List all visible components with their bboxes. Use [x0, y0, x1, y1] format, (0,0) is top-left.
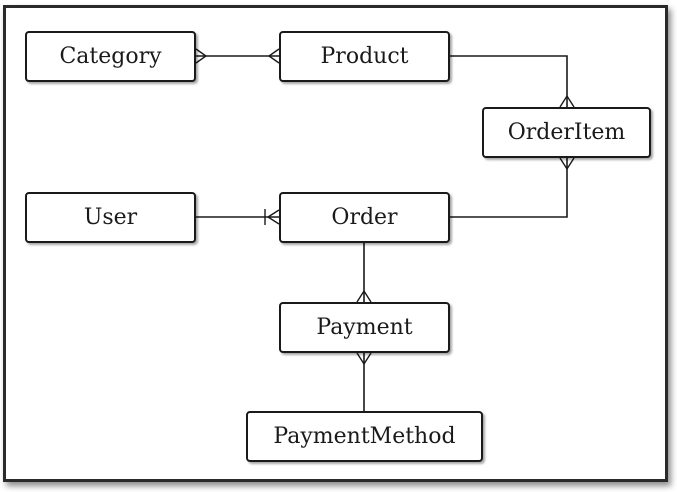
entity-payment-label: Payment [316, 315, 413, 340]
rel-payment-paymentmethod [356, 352, 372, 411]
entity-paymentmethod[interactable]: PaymentMethod [246, 411, 483, 462]
entity-order-label: Order [331, 205, 398, 230]
entity-user-label: User [83, 205, 138, 230]
entity-payment[interactable]: Payment [279, 302, 450, 353]
entity-product-label: Product [320, 44, 409, 69]
entity-category-label: Category [59, 44, 162, 69]
entity-orderitem[interactable]: OrderItem [482, 107, 651, 158]
entity-category[interactable]: Category [25, 31, 196, 82]
crows-foot-product-end [267, 48, 280, 64]
entity-orderitem-label: OrderItem [507, 120, 626, 145]
crows-foot-payment-top [356, 289, 372, 303]
entity-order[interactable]: Order [279, 192, 450, 243]
entity-user[interactable]: User [25, 192, 196, 243]
crows-foot-category-end [195, 48, 208, 64]
rel-product-orderitem [450, 55, 575, 108]
diagram-frame [3, 5, 668, 482]
crows-foot-payment-bottom [356, 352, 372, 366]
rel-order-payment [356, 243, 372, 303]
rel-category-product [195, 48, 280, 64]
rel-user-order [196, 209, 280, 225]
crows-foot-orderitem-bottom [559, 157, 575, 171]
crows-foot-order-end [266, 209, 280, 225]
crows-foot-orderitem-top [559, 94, 575, 108]
entity-product[interactable]: Product [279, 31, 450, 82]
rel-order-orderitem [450, 157, 575, 218]
entity-paymentmethod-label: PaymentMethod [273, 424, 456, 449]
